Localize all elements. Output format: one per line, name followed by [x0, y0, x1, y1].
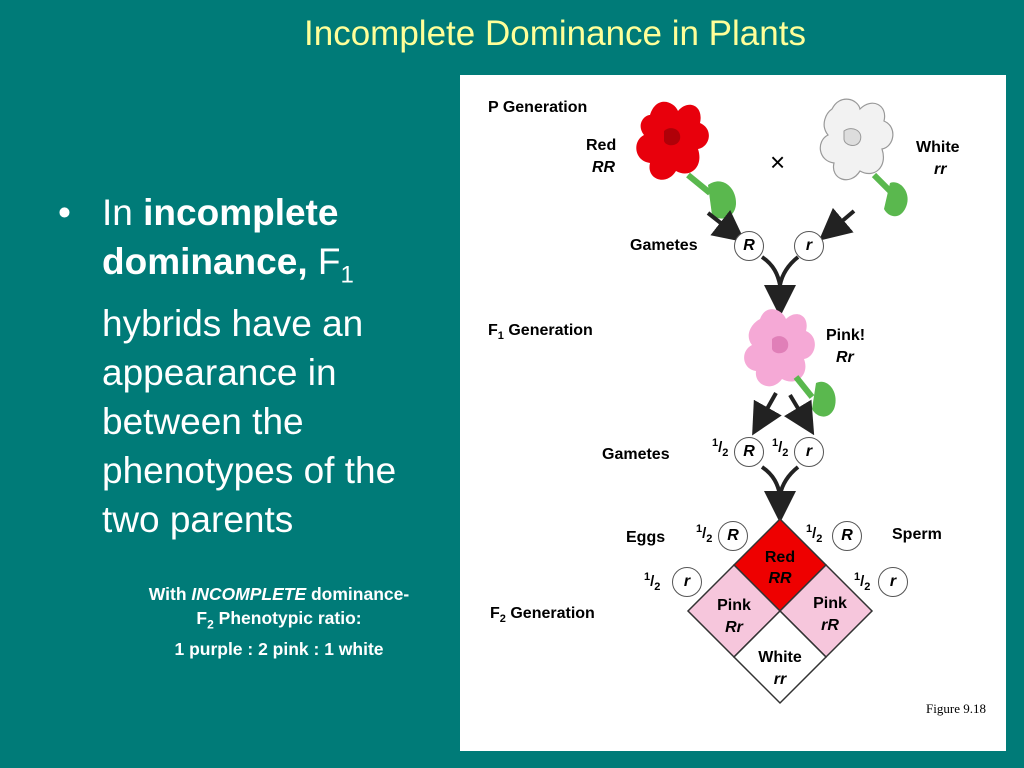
white-label: White: [916, 139, 960, 156]
cell-right-label: Pink: [813, 595, 847, 612]
bullet-rest: hybrids have an appearance in between th…: [102, 303, 397, 541]
f1-f: F: [488, 322, 498, 339]
sperm-R: R: [832, 521, 862, 551]
p-generation-label: P Generation: [488, 99, 588, 116]
frac-num: 1: [712, 437, 719, 449]
pink-flower-image: [744, 309, 836, 417]
frac-den: 2: [864, 581, 871, 593]
note-prefix: With: [148, 584, 192, 604]
ratio-note-line2: F2 Phenotypic ratio:: [96, 606, 462, 637]
bullet-lead: In: [102, 192, 144, 233]
fraction-egg-R: 1/2: [696, 523, 713, 545]
frac-den: 2: [782, 447, 789, 459]
cell-left-genotype: Rr: [725, 619, 743, 636]
eggs-label: Eggs: [626, 529, 666, 546]
figure-graphics: [636, 98, 908, 705]
cell-top-label: Red: [764, 549, 796, 566]
bullet-f-sub: 1: [340, 261, 354, 289]
ratio-note: With INCOMPLETE dominance- F2 Phenotypic…: [96, 582, 462, 661]
cell-top-genotype: RR: [768, 570, 792, 587]
gamete-R-f1: R: [734, 437, 764, 467]
f1-rest: Generation: [503, 322, 593, 339]
merge-arrow-f1: [760, 255, 800, 286]
cell-left-label: Pink: [717, 597, 751, 614]
arrow-f1-gamete-left: [752, 392, 782, 436]
note-f-sub: 2: [207, 617, 214, 632]
note-suffix: dominance-: [306, 584, 410, 604]
sperm-label: Sperm: [892, 526, 942, 543]
frac-den: 2: [654, 581, 661, 593]
gamete-r-f1: r: [794, 437, 824, 467]
pink-label: Pink!: [826, 327, 866, 344]
bullet-bold-term: incomplete dominance,: [102, 192, 339, 282]
cross-symbol: ×: [770, 147, 786, 177]
bullet-f: F: [307, 241, 341, 282]
note-italic: INCOMPLETE: [191, 584, 307, 604]
sperm-r: r: [878, 567, 908, 597]
ratio-note-line3: 1 purple : 2 pink : 1 white: [174, 638, 384, 659]
fraction-half-gamete-R: 1/2: [712, 437, 729, 459]
cell-bottom-genotype: rr: [773, 671, 787, 688]
arrow-f1-gamete-right: [783, 393, 815, 436]
bullet-text: In incomplete dominance, F1 hybrids have…: [102, 188, 442, 544]
frac-num: 1: [854, 571, 861, 583]
frac-den: 2: [816, 533, 823, 545]
frac-den: 2: [706, 533, 713, 545]
note-line2-rest: Phenotypic ratio:: [213, 608, 362, 628]
figure-panel: P Generation Red RR White rr × Gametes R…: [460, 75, 1006, 751]
f2-rest: Generation: [505, 605, 595, 622]
arrow-red-to-gamete: [706, 210, 746, 243]
egg-R: R: [718, 521, 748, 551]
f1-sub: 1: [497, 330, 504, 343]
gamete-R-p: R: [734, 231, 764, 261]
cell-right-genotype: rR: [821, 617, 839, 634]
f2-f: F: [490, 605, 500, 622]
red-label: Red: [586, 137, 617, 154]
gametes-label-p: Gametes: [630, 237, 698, 254]
bullet-dot-icon: •: [58, 192, 71, 233]
white-flower-image: [819, 98, 908, 217]
egg-r: r: [672, 567, 702, 597]
frac-num: 1: [644, 571, 651, 583]
frac-num: 1: [772, 437, 779, 449]
pink-genotype: Rr: [836, 349, 854, 366]
cell-bottom-label: White: [758, 649, 802, 666]
f1-generation-label: F1 Generation: [488, 322, 593, 342]
frac-num: 1: [696, 523, 703, 535]
f2-sub: 2: [499, 613, 506, 626]
fraction-sperm-r: 1/2: [854, 571, 871, 593]
punnett-cell-bottom: [732, 609, 828, 705]
figure-caption: Figure 9.18: [926, 701, 986, 716]
gamete-r-p: r: [794, 231, 824, 261]
red-genotype: RR: [592, 159, 616, 176]
red-flower-image: [636, 101, 736, 219]
f2-generation-label: F2 Generation: [490, 605, 595, 625]
frac-num: 1: [806, 523, 813, 535]
gametes-label-f1: Gametes: [602, 446, 670, 463]
arrow-white-to-gamete: [818, 207, 856, 241]
ratio-note-line1: With INCOMPLETE dominance-: [96, 582, 462, 606]
note-f: F: [196, 608, 208, 628]
fraction-half-gamete-r: 1/2: [772, 437, 789, 459]
frac-den: 2: [722, 447, 729, 459]
slide-title: Incomplete Dominance in Plants: [304, 14, 806, 53]
merge-arrow-f2: [760, 465, 800, 496]
fraction-egg-r: 1/2: [644, 571, 661, 593]
white-genotype: rr: [934, 161, 947, 178]
fraction-sperm-R: 1/2: [806, 523, 823, 545]
